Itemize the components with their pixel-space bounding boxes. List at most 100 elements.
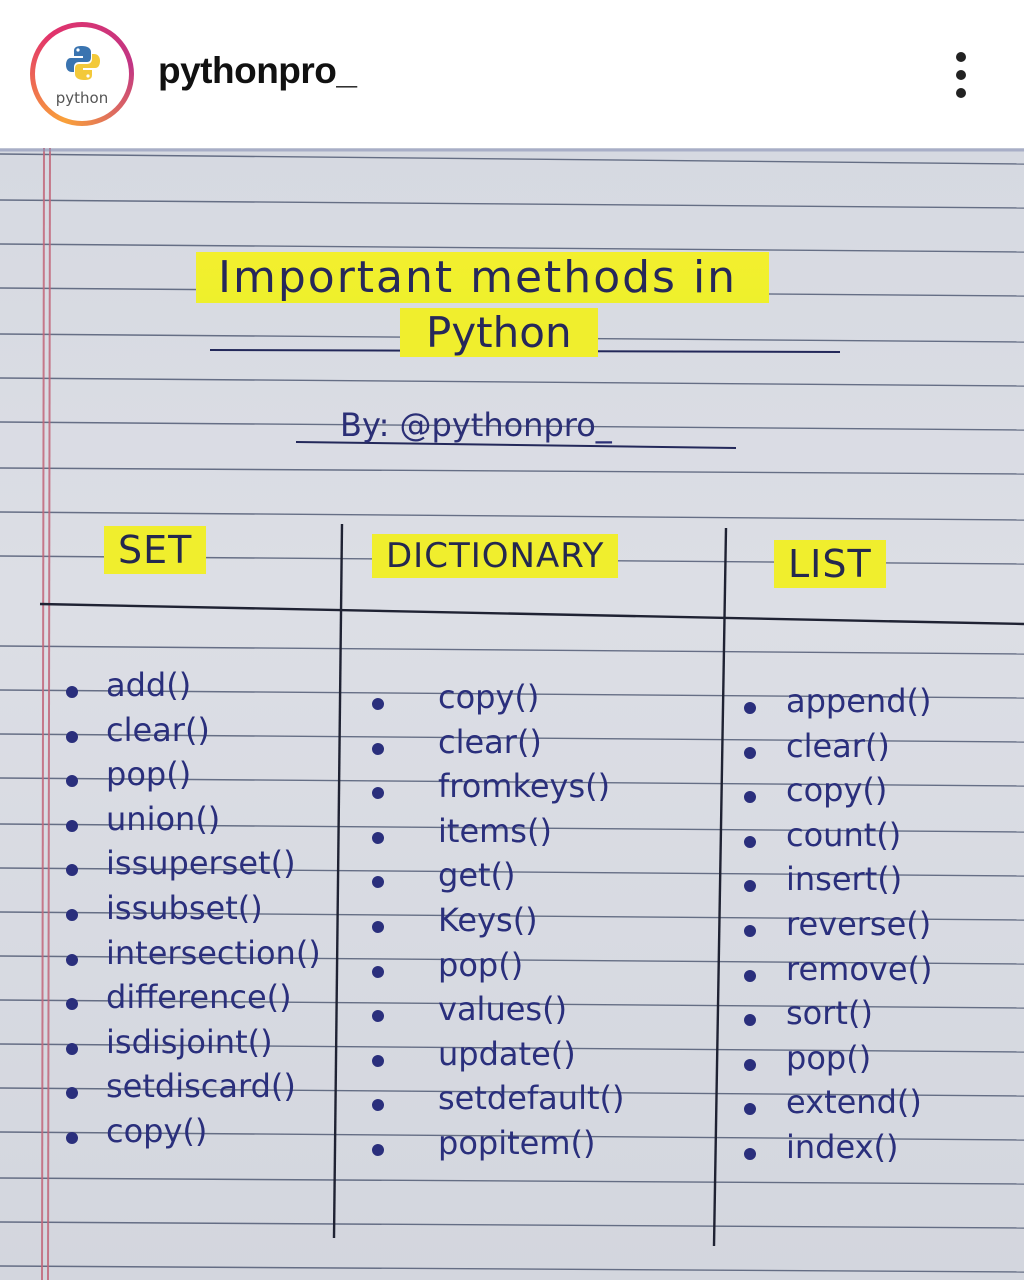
bullet-dot (744, 746, 756, 759)
list-item: fromkeys() (372, 767, 611, 806)
list-item: copy() (372, 678, 540, 716)
list-item: index() (744, 1128, 899, 1166)
list-item: clear() (66, 710, 210, 749)
method-name: sort() (786, 994, 873, 1033)
bullet-dot (744, 969, 756, 982)
method-name: remove() (786, 949, 933, 988)
method-name: clear() (106, 710, 210, 749)
method-name: get() (438, 856, 516, 895)
method-name: insert() (786, 860, 903, 899)
method-name: union() (106, 799, 221, 838)
note-title-line2: Python (400, 308, 598, 357)
bullet-dot (372, 1054, 384, 1067)
more-vertical-icon-dot (956, 70, 966, 80)
avatar[interactable]: python (30, 22, 134, 126)
method-name: copy() (438, 678, 540, 716)
method-name: items() (438, 811, 552, 850)
bullet-dot (372, 698, 384, 710)
bullet-dot (744, 925, 756, 937)
method-name: values() (438, 990, 568, 1029)
list-item: insert() (744, 860, 903, 899)
bullet-dot (66, 1087, 78, 1100)
list-item: difference() (66, 978, 292, 1017)
bullet-dot (66, 909, 78, 921)
method-name: Keys() (438, 901, 538, 939)
method-name: issuperset() (106, 844, 296, 883)
list-item: add() (66, 666, 192, 704)
bullet-dot (744, 702, 756, 714)
set-heading: SET (104, 526, 207, 574)
method-name: pop() (786, 1038, 872, 1077)
list-item: Keys() (372, 901, 538, 939)
bullet-dot (744, 1058, 756, 1071)
method-name: setdefault() (438, 1079, 625, 1118)
bullet-dot (744, 1014, 756, 1027)
bullet-dot (744, 1148, 756, 1160)
method-name: difference() (106, 978, 292, 1017)
more-vertical-icon-dot (956, 88, 966, 98)
more-options-button[interactable] (944, 48, 978, 102)
bullet-dot (66, 998, 78, 1011)
bullet-dot (66, 1042, 78, 1055)
note-title-line1: Important methods in (196, 252, 770, 303)
list-item: sort() (744, 994, 873, 1033)
method-name: isdisjoint() (106, 1022, 273, 1061)
method-name: pop() (106, 755, 192, 794)
bullet-dot (744, 1103, 756, 1116)
bullet-dot (744, 791, 756, 804)
python-logo-icon (66, 46, 100, 80)
note-byline: By: @pythonpro_ (340, 406, 612, 444)
method-name: append() (786, 682, 932, 720)
method-name: pop() (438, 945, 524, 984)
method-name: setdiscard() (106, 1067, 296, 1106)
username-link[interactable]: pythonpro_ (158, 50, 357, 91)
list-item: copy() (66, 1112, 208, 1150)
method-name: extend() (786, 1083, 922, 1122)
list-item: count() (744, 816, 901, 854)
avatar-inner: python (35, 27, 129, 121)
list-item: popitem() (372, 1124, 595, 1162)
list-item: append() (744, 682, 932, 720)
bullet-dot (66, 775, 78, 788)
list-item: get() (372, 856, 516, 895)
list-item: copy() (744, 771, 887, 809)
avatar-label: python (55, 89, 109, 107)
list-item: update() (372, 1034, 576, 1073)
method-name: index() (786, 1128, 899, 1166)
list-item: setdefault() (372, 1079, 625, 1118)
list-item: items() (372, 811, 552, 850)
method-name: update() (438, 1034, 576, 1073)
bullet-dot (66, 730, 78, 743)
bullet-dot (372, 921, 384, 933)
bullet-dot (66, 1132, 78, 1144)
method-name: fromkeys() (438, 767, 611, 806)
post-header: python pythonpro_ (0, 0, 1024, 148)
bullet-dot (66, 819, 78, 832)
list-item: pop() (372, 945, 524, 984)
method-name: intersection() (106, 933, 321, 972)
bullet-dot (372, 1010, 384, 1023)
list-item: isdisjoint() (66, 1022, 273, 1061)
method-name: reverse() (786, 905, 932, 943)
bullet-dot (372, 787, 384, 800)
bullet-dot (372, 742, 384, 755)
bullet-dot (66, 953, 78, 966)
bullet-dot (744, 835, 756, 848)
list-item: pop() (744, 1038, 872, 1077)
method-name: add() (106, 666, 192, 704)
method-name: clear() (438, 722, 542, 761)
list-item: clear() (372, 722, 542, 761)
bullet-dot (372, 1144, 384, 1156)
list-item: remove() (744, 949, 933, 988)
list-item: issuperset() (66, 844, 296, 883)
list-item: clear() (744, 727, 890, 765)
list-item: intersection() (66, 933, 321, 972)
method-name: copy() (106, 1112, 208, 1150)
list-item: union() (66, 799, 221, 838)
list-item: pop() (66, 755, 192, 794)
more-vertical-icon (956, 52, 966, 62)
list-item: setdiscard() (66, 1067, 296, 1106)
bullet-dot (66, 864, 78, 877)
list-item: values() (372, 990, 568, 1029)
bullet-dot (372, 1099, 384, 1112)
